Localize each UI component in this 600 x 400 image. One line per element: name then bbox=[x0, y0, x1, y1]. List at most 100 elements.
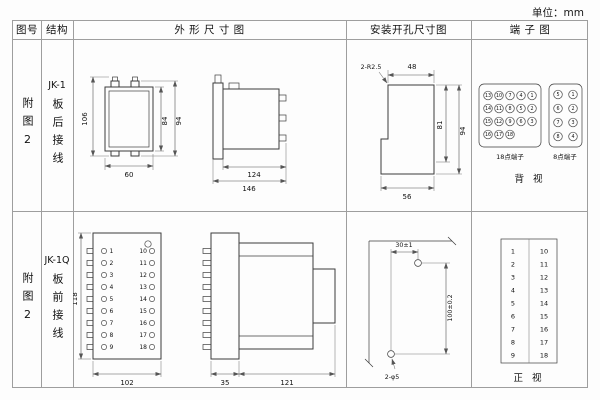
header-divider bbox=[13, 39, 587, 40]
svg-text:6: 6 bbox=[519, 119, 522, 125]
svg-text:14: 14 bbox=[139, 296, 147, 303]
svg-text:12: 12 bbox=[540, 274, 548, 282]
svg-text:11: 11 bbox=[139, 260, 147, 267]
svg-text:13: 13 bbox=[139, 284, 147, 291]
header-outline: 外 形 尺 寸 图 bbox=[174, 24, 245, 36]
dim-height-84: 84 bbox=[161, 116, 169, 125]
svg-text:17: 17 bbox=[139, 332, 147, 339]
svg-text:10: 10 bbox=[540, 248, 548, 256]
svg-text:12: 12 bbox=[139, 272, 147, 279]
header-fig-no: 图号 bbox=[16, 24, 38, 36]
svg-text:3: 3 bbox=[511, 274, 515, 282]
fig-no-label: 附图2 bbox=[21, 97, 34, 153]
svg-text:15: 15 bbox=[139, 308, 147, 315]
svg-text:13: 13 bbox=[540, 287, 548, 295]
header-structure: 结构 bbox=[46, 24, 68, 36]
svg-text:18: 18 bbox=[507, 132, 513, 138]
hole-dimensions: 30±1 100±0.2 2-φ5 bbox=[385, 242, 454, 381]
relay-side-view bbox=[212, 74, 287, 160]
svg-text:1: 1 bbox=[530, 93, 533, 99]
svg-text:3: 3 bbox=[530, 119, 533, 125]
svg-text:2: 2 bbox=[571, 106, 574, 112]
svg-text:3: 3 bbox=[571, 120, 574, 126]
svg-text:8: 8 bbox=[110, 332, 114, 339]
panel-cutout-view bbox=[380, 84, 435, 175]
svg-text:14: 14 bbox=[485, 106, 491, 112]
label-rear-view: 背 视 bbox=[514, 173, 545, 185]
dimension-table: 图号 结构 外 形 尺 寸 图 安装开孔尺寸图 端 子 图 附图2 JK-1 板… bbox=[12, 20, 588, 388]
front-view-dimensions: 118 102 bbox=[73, 232, 162, 387]
dim-total-146: 146 bbox=[242, 185, 256, 193]
column-divider bbox=[41, 21, 42, 387]
relay-front-view bbox=[104, 76, 154, 157]
relay-side-view bbox=[202, 232, 336, 360]
svg-text:5: 5 bbox=[511, 300, 515, 308]
svg-text:2: 2 bbox=[530, 106, 533, 112]
svg-text:5: 5 bbox=[556, 92, 559, 98]
dim-depth-35: 35 bbox=[221, 379, 230, 387]
svg-text:18: 18 bbox=[540, 352, 548, 360]
svg-text:16: 16 bbox=[485, 132, 491, 138]
model-label: JK-1Q bbox=[44, 255, 70, 266]
svg-text:7: 7 bbox=[508, 93, 511, 99]
column-divider bbox=[471, 21, 472, 387]
header-mounting: 安装开孔尺寸图 bbox=[370, 24, 447, 36]
svg-text:8: 8 bbox=[556, 134, 559, 140]
svg-text:9: 9 bbox=[508, 119, 511, 125]
side-view-dimensions: 35 121 bbox=[210, 325, 336, 387]
svg-text:5: 5 bbox=[519, 106, 522, 112]
panel-edge-lines bbox=[364, 236, 457, 368]
row2-structure-cell: JK-1Q 板前接线 bbox=[41, 211, 73, 389]
svg-text:7: 7 bbox=[110, 320, 114, 327]
svg-text:2: 2 bbox=[511, 261, 515, 269]
unit-label: 单位：mm bbox=[532, 7, 584, 19]
svg-text:15: 15 bbox=[485, 119, 491, 125]
dim-width-60: 60 bbox=[125, 171, 134, 179]
svg-text:6: 6 bbox=[511, 313, 515, 321]
svg-text:1: 1 bbox=[110, 248, 114, 255]
svg-text:11: 11 bbox=[496, 106, 502, 112]
svg-text:1: 1 bbox=[571, 92, 574, 98]
svg-text:5: 5 bbox=[110, 296, 114, 303]
svg-text:13: 13 bbox=[485, 93, 491, 99]
dim-height-94: 94 bbox=[459, 126, 467, 135]
dim-hole-offset-30: 30±1 bbox=[395, 242, 412, 249]
svg-text:4: 4 bbox=[571, 134, 574, 140]
mounting-hole-top bbox=[414, 259, 422, 267]
svg-text:3: 3 bbox=[110, 272, 114, 279]
dim-height-81: 81 bbox=[436, 121, 444, 130]
svg-text:10: 10 bbox=[139, 248, 147, 255]
dim-width-102: 102 bbox=[120, 379, 133, 387]
model-label: JK-1 bbox=[48, 80, 66, 91]
svg-text:1: 1 bbox=[511, 248, 515, 256]
note-hole-diameter: 2-φ5 bbox=[385, 374, 399, 381]
dim-width-48: 48 bbox=[408, 63, 417, 71]
row1-outline-drawing: 106 84 94 60 bbox=[81, 74, 287, 193]
fig-no-label: 附图2 bbox=[21, 272, 34, 328]
svg-text:17: 17 bbox=[540, 339, 548, 347]
svg-text:2: 2 bbox=[110, 260, 114, 267]
svg-text:8: 8 bbox=[508, 106, 511, 112]
svg-text:16: 16 bbox=[540, 326, 548, 334]
svg-text:7: 7 bbox=[556, 120, 559, 126]
dim-height-106: 106 bbox=[81, 112, 89, 126]
side-view-dimensions: 124 146 bbox=[212, 143, 287, 193]
dim-height-94: 94 bbox=[175, 116, 183, 125]
front-view-dimensions: 106 84 94 60 bbox=[81, 76, 183, 179]
dim-depth-124: 124 bbox=[247, 171, 261, 179]
svg-text:6: 6 bbox=[110, 308, 114, 315]
svg-text:11: 11 bbox=[540, 261, 548, 269]
svg-text:7: 7 bbox=[511, 326, 515, 334]
row1-mounting-drawing: 2-R2.5 48 81 94 56 bbox=[361, 63, 467, 201]
